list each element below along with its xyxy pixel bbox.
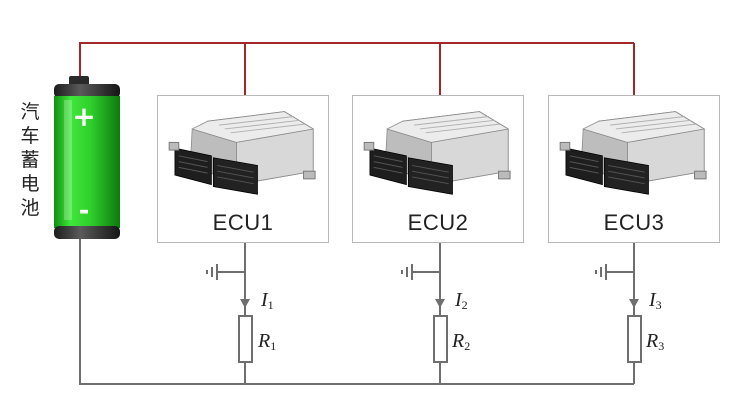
battery-label: 汽 车 蓄 电 池: [18, 100, 42, 220]
battery-minus-symbol: -: [79, 196, 90, 226]
ecu-name: ECU3: [603, 210, 665, 235]
ground-symbol-3: [595, 264, 607, 280]
ecu-name: ECU2: [407, 210, 469, 235]
resistor-3: [627, 315, 642, 363]
current-arrow-2: [435, 299, 445, 308]
resistor-1: [238, 315, 253, 363]
ecu-box-3: ECU3: [548, 95, 720, 243]
resistor-2: [433, 315, 448, 363]
battery-label-char: 汽: [20, 101, 40, 123]
ecu-module-icon: [363, 111, 511, 195]
ecu-box-2: ECU2: [352, 95, 524, 243]
battery-label-char: 车: [20, 125, 40, 147]
ground-symbol-1: [206, 264, 218, 280]
current-arrow-3: [629, 299, 639, 308]
ground-symbol-2: [401, 264, 413, 280]
current-label-2: I2: [455, 289, 468, 312]
ecu-name: ECU1: [212, 210, 274, 235]
ecu-box-1: ECU1: [157, 95, 329, 243]
resistor-label-2: R2: [452, 330, 471, 353]
ground-wire: [79, 236, 635, 385]
battery-label-char: 池: [20, 197, 40, 219]
resistor-label-1: R1: [258, 330, 277, 353]
ecu-module-icon: [559, 111, 707, 195]
battery-icon: + -: [54, 76, 120, 239]
positive-wire: [79, 42, 635, 96]
battery-plus-symbol: +: [72, 100, 95, 133]
ecu-module-icon: [168, 111, 316, 195]
current-label-3: I3: [649, 289, 662, 312]
battery-label-char: 电: [20, 173, 40, 195]
battery-label-char: 蓄: [20, 149, 40, 171]
resistor-label-3: R3: [646, 330, 665, 353]
current-arrow-1: [240, 299, 250, 308]
current-label-1: I1: [261, 289, 274, 312]
